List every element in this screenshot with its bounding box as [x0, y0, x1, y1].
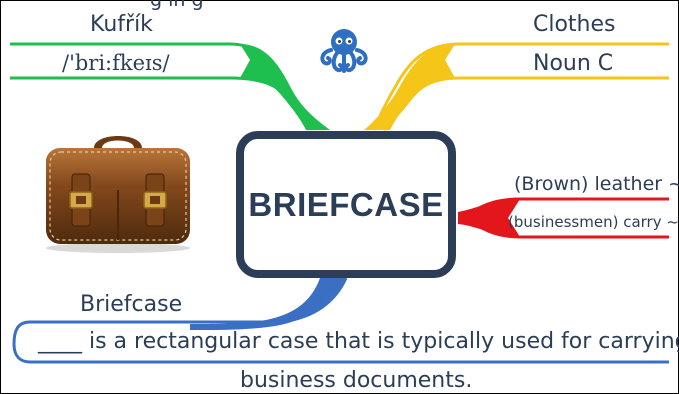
- center-word: BRIEFCASE: [248, 185, 444, 223]
- definition-line-2: business documents.: [240, 368, 473, 393]
- category-label: Clothes: [533, 12, 616, 37]
- bottom-word-label: Briefcase: [80, 292, 183, 317]
- pronunciation-label: /'bri:fkeɪs/: [62, 51, 170, 75]
- green-branch-fill: [240, 44, 330, 130]
- cut-off-header-text: g in g: [150, 0, 204, 11]
- center-word-box: BRIEFCASE: [236, 131, 456, 278]
- collocation-leather-label: (Brown) leather ~: [514, 173, 679, 195]
- octopus-logo-icon: [320, 29, 368, 73]
- part-of-speech-label: Noun C: [533, 51, 614, 76]
- definition-line-1: ____ is a rectangular case that is typic…: [38, 329, 679, 354]
- briefcase-illustration: [46, 136, 190, 253]
- collocation-carry-label: (businessmen) carry ~s: [508, 213, 679, 231]
- blue-branch-line: [12, 277, 669, 364]
- blue-branch-fill: [190, 278, 346, 330]
- translation-label: Kufřík: [90, 12, 153, 37]
- green-branch-line-lower: [10, 76, 311, 131]
- yellow-branch-line-lower: [382, 76, 669, 131]
- yellow-branch-fill: [364, 44, 455, 130]
- red-branch-fill: [458, 199, 520, 237]
